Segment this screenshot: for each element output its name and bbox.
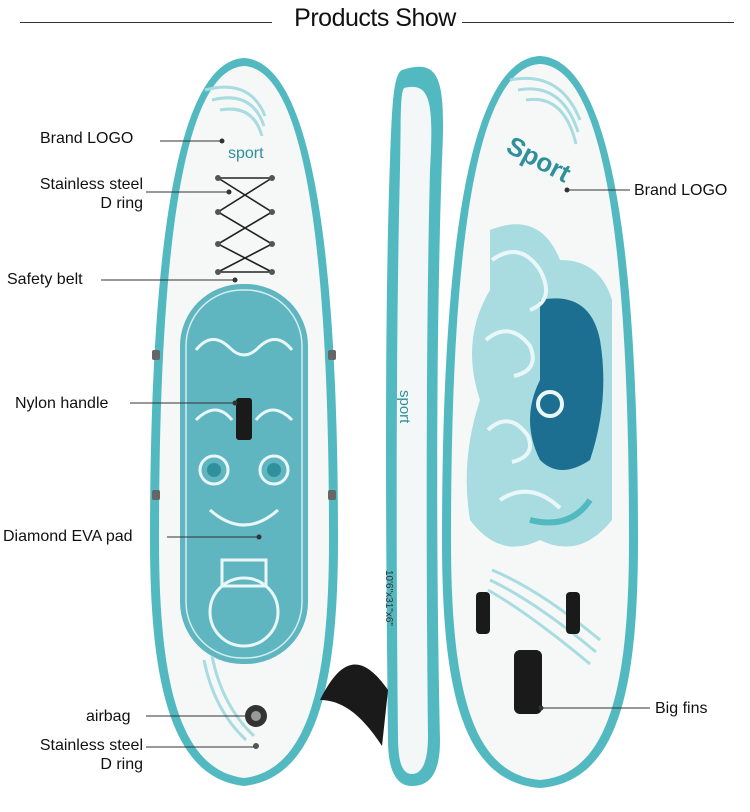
bungee-cords [216,177,274,273]
deck-pad [180,284,308,664]
back-side-fin-right [566,592,580,634]
side-d-rings [152,350,336,500]
nose-stripes [204,85,267,137]
board-back: Sport [442,56,638,788]
board-side: sport 10'6"x31"x6" [320,66,444,787]
board-front: sport [150,58,338,786]
callout-d-ring-bottom-line2: D ring [100,756,143,773]
callout-diamond-eva-pad: Diamond EVA pad [3,528,133,545]
back-nose-stripes [509,76,582,145]
side-logo: sport [396,390,413,424]
callout-d-ring-bottom-line1: Stainless steel [39,737,143,754]
header-rule-left [20,22,272,23]
bungee-d-rings [215,175,275,275]
callout-d-ring-top-line2: D ring [100,195,143,212]
callout-brand-logo-left: Brand LOGO [40,130,134,147]
back-center-fin [514,650,542,714]
callout-big-fins: Big fins [655,700,708,717]
size-marking: 10'6"x31"x6" [383,570,394,626]
back-tail-stripes [487,568,601,666]
side-fin [320,664,388,746]
page-title: Products Show [294,4,456,32]
callout-safety-belt: Safety belt [7,271,83,288]
back-side-fin-left [476,592,490,634]
pad-mask-pattern [194,338,294,648]
callout-brand-logo-right: Brand LOGO [634,182,728,199]
carry-handle [236,398,252,440]
section-header: Products Show [0,0,750,44]
tail-stripes [202,655,256,742]
callout-nylon-handle: Nylon handle [15,395,109,412]
callout-dots [219,138,570,711]
header-rule-right [462,22,734,23]
back-swirl-artwork [466,224,612,547]
front-logo: sport [228,145,264,162]
callout-lines [101,140,650,748]
callout-airbag: airbag [86,708,131,725]
callout-d-ring-top-line1: Stainless steel [39,176,143,193]
